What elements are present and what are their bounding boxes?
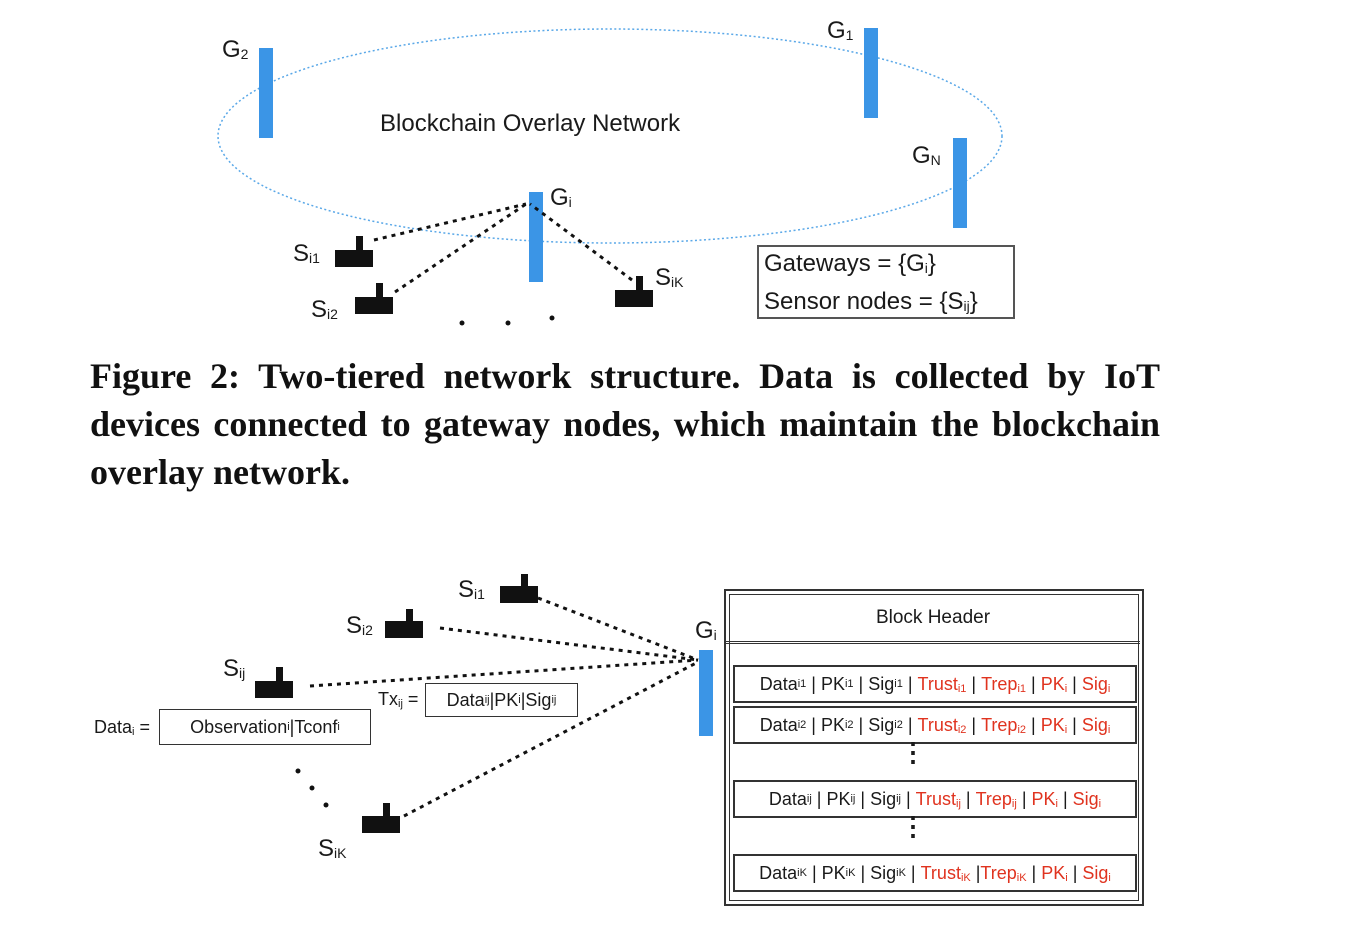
more-sensors-dots <box>459 315 555 326</box>
link-sik-gi <box>529 202 633 282</box>
bottom-diagram-graphics <box>255 574 713 833</box>
sensor-si2-icon-bottom <box>385 609 423 638</box>
gateway-g2-label: G2 <box>222 36 249 63</box>
link-si2-gi <box>394 202 527 294</box>
sensor-sik-icon <box>615 276 653 307</box>
sensor-sij-icon-bottom <box>255 667 293 698</box>
sensor-si1-label-bottom: Si1 <box>458 576 485 603</box>
gateway-gi-label: Gi <box>550 184 572 211</box>
gateway-g1-bar <box>864 28 878 118</box>
block-header: Block Header <box>726 594 1140 644</box>
gateway-gn-bar <box>953 138 967 228</box>
data-def-label: Datai = <box>94 717 150 738</box>
sensor-si1-icon <box>335 236 373 267</box>
sensor-sik-icon-bottom <box>362 803 400 833</box>
gateway-gi-label-bottom: Gi <box>695 617 717 644</box>
block-ellipsis-2: ⋮ <box>900 811 926 841</box>
gateway-gi-bar-bottom <box>699 650 713 736</box>
sensor-si1-label: Si1 <box>293 240 320 267</box>
gateway-g1-label: G1 <box>827 17 854 44</box>
overlay-network-label: Blockchain Overlay Network <box>380 110 681 137</box>
block <box>724 589 1144 906</box>
sensor-sij-label-bottom: Sij <box>223 655 246 682</box>
sensor-sik-label: SiK <box>655 264 684 291</box>
legend-sensor-nodes: Sensor nodes = {Sij} <box>764 288 978 315</box>
more-sensors-dots-bottom <box>295 768 329 808</box>
sensor-si2-label-bottom: Si2 <box>346 612 373 639</box>
sensor-si2-label: Si2 <box>311 296 338 323</box>
figure-caption: Figure 2: Two-tiered network structure. … <box>90 356 1160 492</box>
overlay-network-ring <box>217 28 1003 244</box>
tx-def-label: Txij = <box>378 689 419 710</box>
top-diagram-graphics <box>217 28 1003 326</box>
link-si1-gi <box>373 202 527 242</box>
gateway-gn-label: GN <box>912 142 941 169</box>
sensor-si1-icon-bottom <box>500 574 538 603</box>
block-ellipsis-1: ⋮ <box>900 737 926 767</box>
gateway-gi-bar <box>529 192 543 282</box>
gateway-g2-bar <box>259 48 273 138</box>
link-si1-gi-bottom <box>537 596 699 662</box>
legend-gateways: Gateways = {Gi} <box>764 250 936 277</box>
legend-box: Gateways = {Gi} Sensor nodes = {Sij} <box>757 245 1015 319</box>
link-si2-gi-bottom <box>439 626 699 662</box>
sensor-si2-icon <box>355 283 393 314</box>
link-sij-gi-bottom <box>309 658 699 688</box>
sensor-sik-label-bottom: SiK <box>318 835 347 862</box>
link-sik-gi-bottom <box>403 660 699 818</box>
